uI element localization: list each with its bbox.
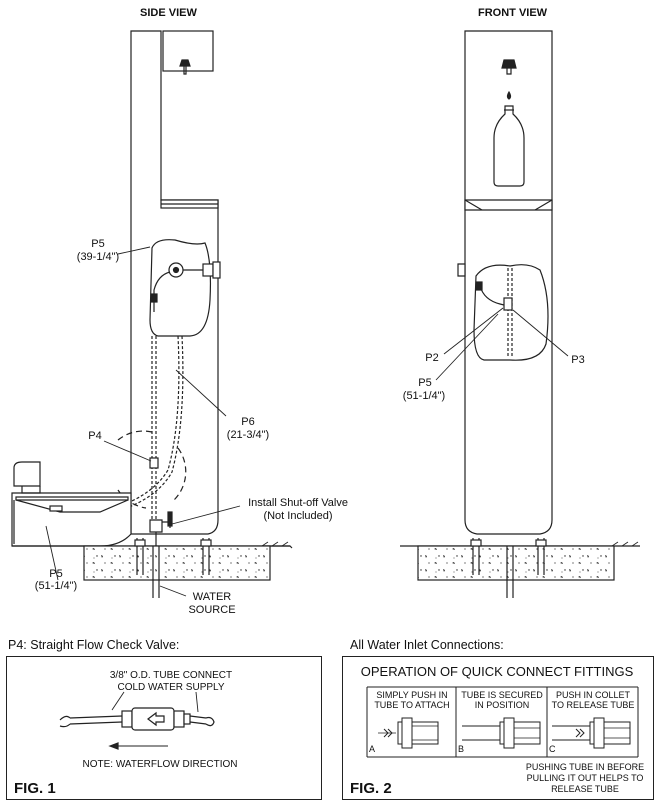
label-not-included: (Not Included): [263, 510, 333, 522]
label-p5-bottom: P5: [49, 568, 63, 580]
fig2-tip-line1: PUSHING TUBE IN BEFORE: [525, 762, 645, 772]
label-p2: P2: [425, 352, 439, 364]
label-source: SOURCE: [188, 604, 236, 616]
side-concrete-slab: [83, 545, 271, 581]
fig2-step-c-line1: PUSH IN COLLET: [555, 690, 631, 700]
fig1-caption-line1: 3/8" O.D. TUBE CONNECT: [109, 670, 233, 681]
front-bottle-icon: [493, 105, 525, 187]
fig1-note: NOTE: WATERFLOW DIRECTION: [82, 759, 238, 770]
fig1-check-valve-drawing: [59, 691, 215, 750]
fig2-step-a-line1: SIMPLY PUSH IN: [376, 690, 448, 700]
fig2-section-title: All Water Inlet Connections:: [350, 638, 504, 652]
fig2-tip-line2: PULLING IT OUT HELPS TO: [526, 773, 644, 783]
label-p5-bottom-dim: (51-1/4"): [34, 580, 78, 592]
fig1-caption-line2: COLD WATER SUPPLY: [117, 682, 225, 693]
fig2-box: [342, 656, 654, 800]
fig1-label: FIG. 1: [14, 780, 56, 797]
label-p6: P6: [241, 416, 255, 428]
fig2-fitting-drawings: [366, 686, 639, 758]
fig2-tip-line3: RELEASE TUBE: [551, 784, 619, 794]
fig2-step-c-letter: C: [549, 744, 556, 754]
label-front-p5-dim: (51-1/4"): [402, 390, 446, 402]
label-water: WATER: [192, 591, 232, 603]
fig1-section-title: P4: Straight Flow Check Valve:: [8, 638, 180, 652]
label-p6-dim: (21-3/4"): [226, 429, 270, 441]
side-view-title: SIDE VIEW: [140, 7, 197, 19]
fig2-step-b-letter: B: [458, 744, 465, 754]
side-tubing-coil: [149, 239, 212, 337]
front-concrete-slab: [417, 545, 615, 581]
front-view-drawing: [400, 30, 640, 598]
fig2-step-b-line1: TUBE IS SECURED: [461, 690, 543, 700]
label-p5-top-dim: (39-1/4"): [76, 251, 120, 263]
label-p4: P4: [88, 430, 102, 442]
fig2-step-b-line2: IN POSITION: [474, 700, 530, 710]
fig2-label: FIG. 2: [350, 780, 392, 797]
fig1-box: [6, 656, 322, 800]
side-view-drawing: [11, 30, 293, 598]
fig2-title: OPERATION OF QUICK CONNECT FITTINGS: [360, 664, 634, 679]
fig2-step-a-line2: TUBE TO ATTACH: [374, 700, 450, 710]
fig2-step-a-letter: A: [369, 744, 376, 754]
front-access-panel: [473, 264, 549, 361]
label-p3: P3: [571, 354, 585, 366]
label-shutoff-valve: Install Shut-off Valve: [248, 497, 348, 509]
label-p5-top: P5: [91, 238, 105, 250]
label-front-p5: P5: [418, 377, 432, 389]
front-view-title: FRONT VIEW: [478, 7, 548, 19]
fig2-step-c-line2: TO RELEASE TUBE: [551, 700, 635, 710]
side-fountain-basin: [11, 492, 132, 547]
